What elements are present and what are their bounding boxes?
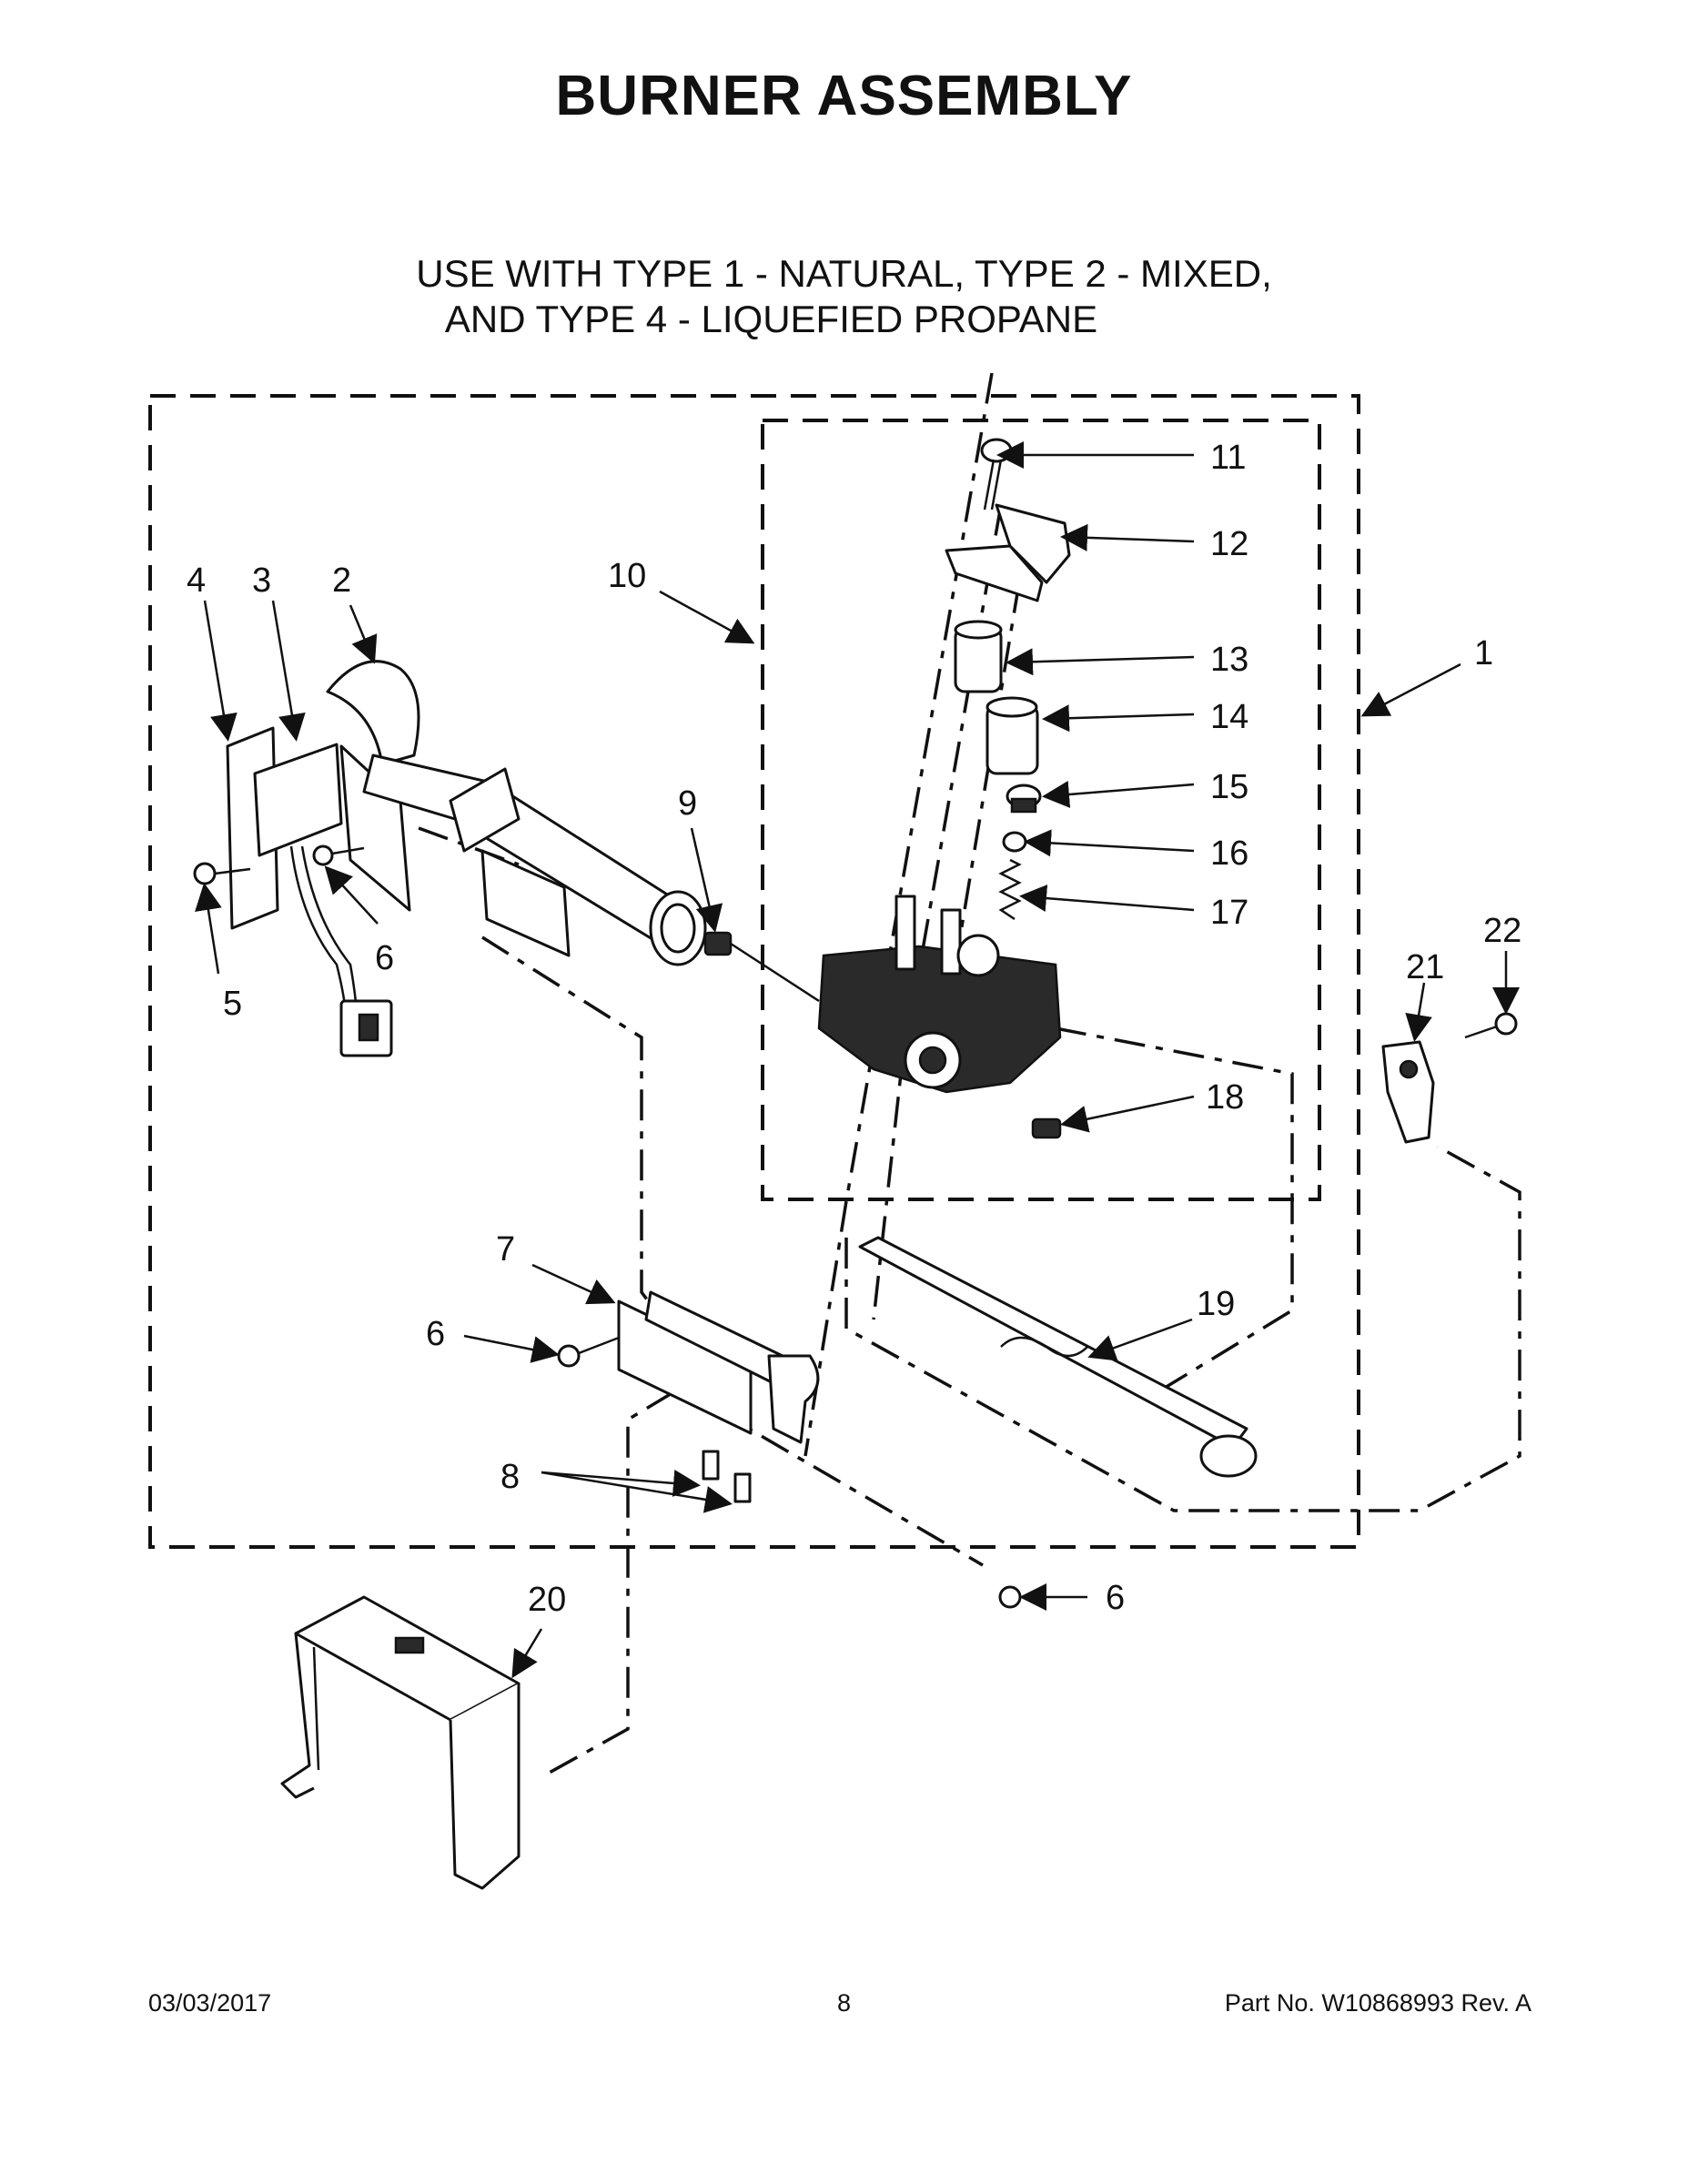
callout-21: 21	[1406, 948, 1444, 986]
callout-12: 12	[1210, 525, 1248, 563]
screw-part-22	[1464, 1012, 1518, 1039]
callout-5: 5	[223, 985, 242, 1023]
coil-part-13	[954, 620, 1003, 693]
screw-part-6-left	[312, 844, 365, 866]
page-title: BURNER ASSEMBLY	[555, 65, 1133, 127]
igniter-part-19	[858, 1236, 1258, 1478]
callout-labels: 1 2 3 4 5 6 6 6 7 8 9 10 11 12 13 14 15 …	[187, 439, 1521, 1619]
orifice-part-9	[703, 931, 820, 1003]
bracket-part-7	[617, 1290, 820, 1444]
mounting-bracket-part-3-4	[226, 726, 411, 1057]
spring-part-17	[998, 858, 1022, 921]
screw-part-6-middle	[557, 1336, 620, 1368]
plunger-part-16	[1002, 831, 1027, 853]
clamp-part-21	[1381, 1040, 1435, 1144]
footer-part-number: Part No. W10868993 Rev. A	[1224, 1989, 1531, 2017]
callout-16: 16	[1210, 834, 1248, 873]
callout-6-middle: 6	[426, 1315, 445, 1353]
leader-lines	[195, 441, 1520, 1679]
callout-3: 3	[252, 561, 271, 600]
callout-6-bottom: 6	[1106, 1579, 1125, 1617]
burner-bracket-part-20	[280, 1595, 521, 1890]
callout-8: 8	[500, 1458, 520, 1496]
cap-part-15	[1006, 784, 1042, 814]
screw-part-11	[980, 438, 1013, 511]
callout-1: 1	[1474, 634, 1493, 672]
callout-13: 13	[1210, 641, 1248, 679]
callout-19: 19	[1197, 1285, 1235, 1323]
subtitle-line-2: AND TYPE 4 - LIQUEFIED PROPANE	[444, 298, 1098, 340]
callout-14: 14	[1210, 698, 1248, 736]
valve-assembly-boundary	[761, 419, 1321, 1201]
screws-part-8	[702, 1450, 752, 1503]
footer-page-number: 8	[836, 1989, 852, 2017]
gas-valve-body	[817, 895, 1062, 1094]
coil-bracket-part-12	[945, 503, 1071, 602]
callout-20: 20	[528, 1581, 566, 1619]
coil-part-14	[986, 696, 1039, 775]
footer-date: 03/03/2017	[148, 1989, 272, 2017]
callout-9: 9	[678, 784, 697, 823]
outer-assembly-boundary	[148, 394, 1360, 1549]
callout-2: 2	[332, 561, 351, 600]
callout-18: 18	[1206, 1078, 1244, 1117]
callout-4: 4	[187, 561, 206, 600]
callout-11: 11	[1210, 439, 1246, 477]
callout-7: 7	[496, 1230, 515, 1269]
burner-tube-part-2	[326, 660, 707, 966]
callout-17: 17	[1210, 894, 1248, 932]
sensor-part-18	[1031, 1117, 1062, 1139]
callout-15: 15	[1210, 768, 1248, 806]
screw-part-6-bottom	[998, 1585, 1022, 1609]
callout-6-left: 6	[375, 939, 394, 977]
callout-10: 10	[608, 557, 646, 595]
subtitle-line-1: USE WITH TYPE 1 - NATURAL, TYPE 2 - MIXE…	[416, 252, 1272, 295]
callout-22: 22	[1483, 912, 1521, 950]
